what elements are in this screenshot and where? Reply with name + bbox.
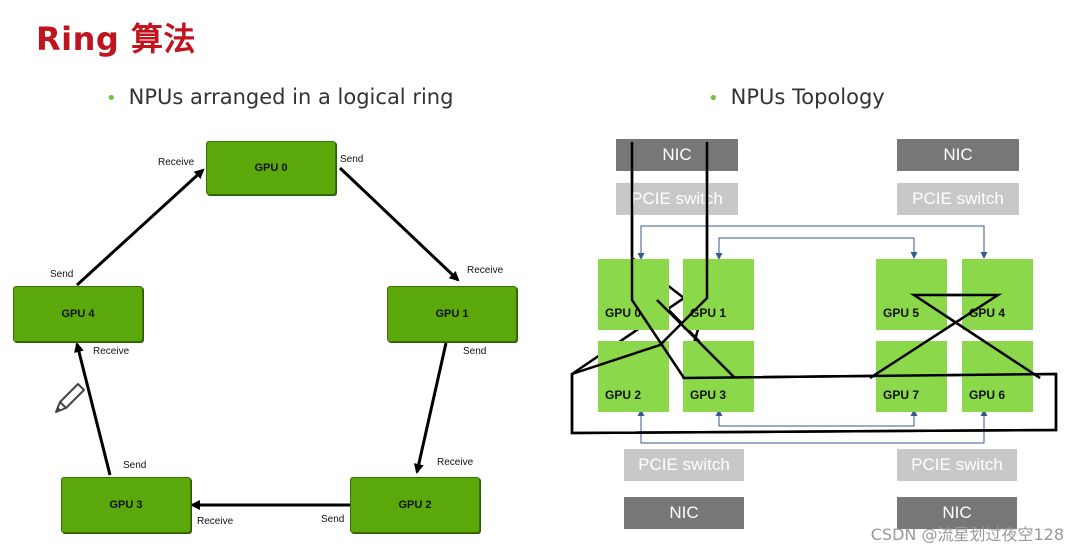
topo-gpu-5: GPU 5	[876, 259, 947, 330]
topo-gpu-2: GPU 2	[598, 341, 669, 412]
receive-label-gpu0: Receive	[158, 157, 195, 168]
topology-bullet-text: NPUs Topology	[730, 85, 885, 109]
send-label-gpu4: Send	[50, 269, 74, 280]
pcie-link-top-outer	[640, 225, 988, 259]
watermark: CSDN @流星划过夜空128	[870, 525, 1064, 544]
pcie-switch-bottom-left: PCIE switch	[624, 449, 744, 481]
ring-arrow-0-1	[338, 166, 460, 282]
ring-gpu-1: GPU 1	[387, 286, 517, 342]
pcie-link-top-inner	[718, 237, 918, 259]
topo-gpu-7: GPU 7	[876, 341, 947, 412]
send-label-gpu0: Send	[340, 154, 364, 165]
pcie-switch-top-left: PCIE switch	[616, 183, 738, 215]
nic-top-left: NIC	[616, 139, 738, 171]
topo-gpu-4: GPU 4	[962, 259, 1033, 330]
ring-bullet-text: NPUs arranged in a logical ring	[128, 85, 454, 109]
topo-gpu-label: GPU 6	[969, 388, 1006, 402]
bullet-dot-icon: •	[106, 88, 117, 109]
receive-label-gpu1: Receive	[467, 265, 504, 276]
receive-label-gpu4: Receive	[93, 346, 130, 357]
topology-bullet: • NPUs Topology	[708, 85, 885, 109]
nic-top-right: NIC	[897, 139, 1019, 171]
nic-bottom-left: NIC	[624, 497, 744, 529]
ring-gpu-3: GPU 3	[61, 477, 191, 533]
topo-gpu-0: GPU 0	[598, 259, 669, 330]
bullet-dot-icon: •	[708, 88, 719, 109]
topo-gpu-label: GPU 2	[605, 388, 642, 402]
nic-bottom-right: NIC	[897, 497, 1017, 529]
ring-gpu-4: GPU 4	[13, 286, 143, 342]
topo-gpu-6: GPU 6	[962, 341, 1033, 412]
topo-gpu-3: GPU 3	[683, 341, 754, 412]
topo-gpu-label: GPU 3	[690, 388, 727, 402]
send-label-gpu3: Send	[123, 460, 147, 471]
ring-gpu-0: GPU 0	[206, 141, 336, 195]
pencil-icon[interactable]	[50, 378, 90, 418]
receive-label-gpu3: Receive	[197, 516, 234, 527]
page-title: Ring 算法	[36, 20, 196, 58]
ring-gpu-2: GPU 2	[350, 477, 480, 533]
pcie-switch-top-right: PCIE switch	[897, 183, 1019, 215]
ring-arrow-1-2	[413, 342, 448, 474]
topo-gpu-label: GPU 7	[883, 388, 920, 402]
send-label-gpu2: Send	[321, 514, 345, 525]
topo-gpu-label: GPU 1	[690, 306, 727, 320]
ring-bullet: • NPUs arranged in a logical ring	[106, 85, 453, 109]
pcie-link-bottom-inner	[718, 409, 918, 427]
send-label-gpu1: Send	[463, 346, 487, 357]
topo-gpu-1: GPU 1	[683, 259, 754, 330]
topo-gpu-label: GPU 4	[969, 306, 1006, 320]
topo-gpu-label: GPU 5	[883, 306, 920, 320]
ring-arrow-3-4	[74, 342, 112, 476]
topo-gpu-label: GPU 0	[605, 306, 642, 320]
pcie-switch-bottom-right: PCIE switch	[897, 449, 1017, 481]
ring-arrow-4-0	[75, 168, 205, 287]
receive-label-gpu2: Receive	[437, 457, 474, 468]
